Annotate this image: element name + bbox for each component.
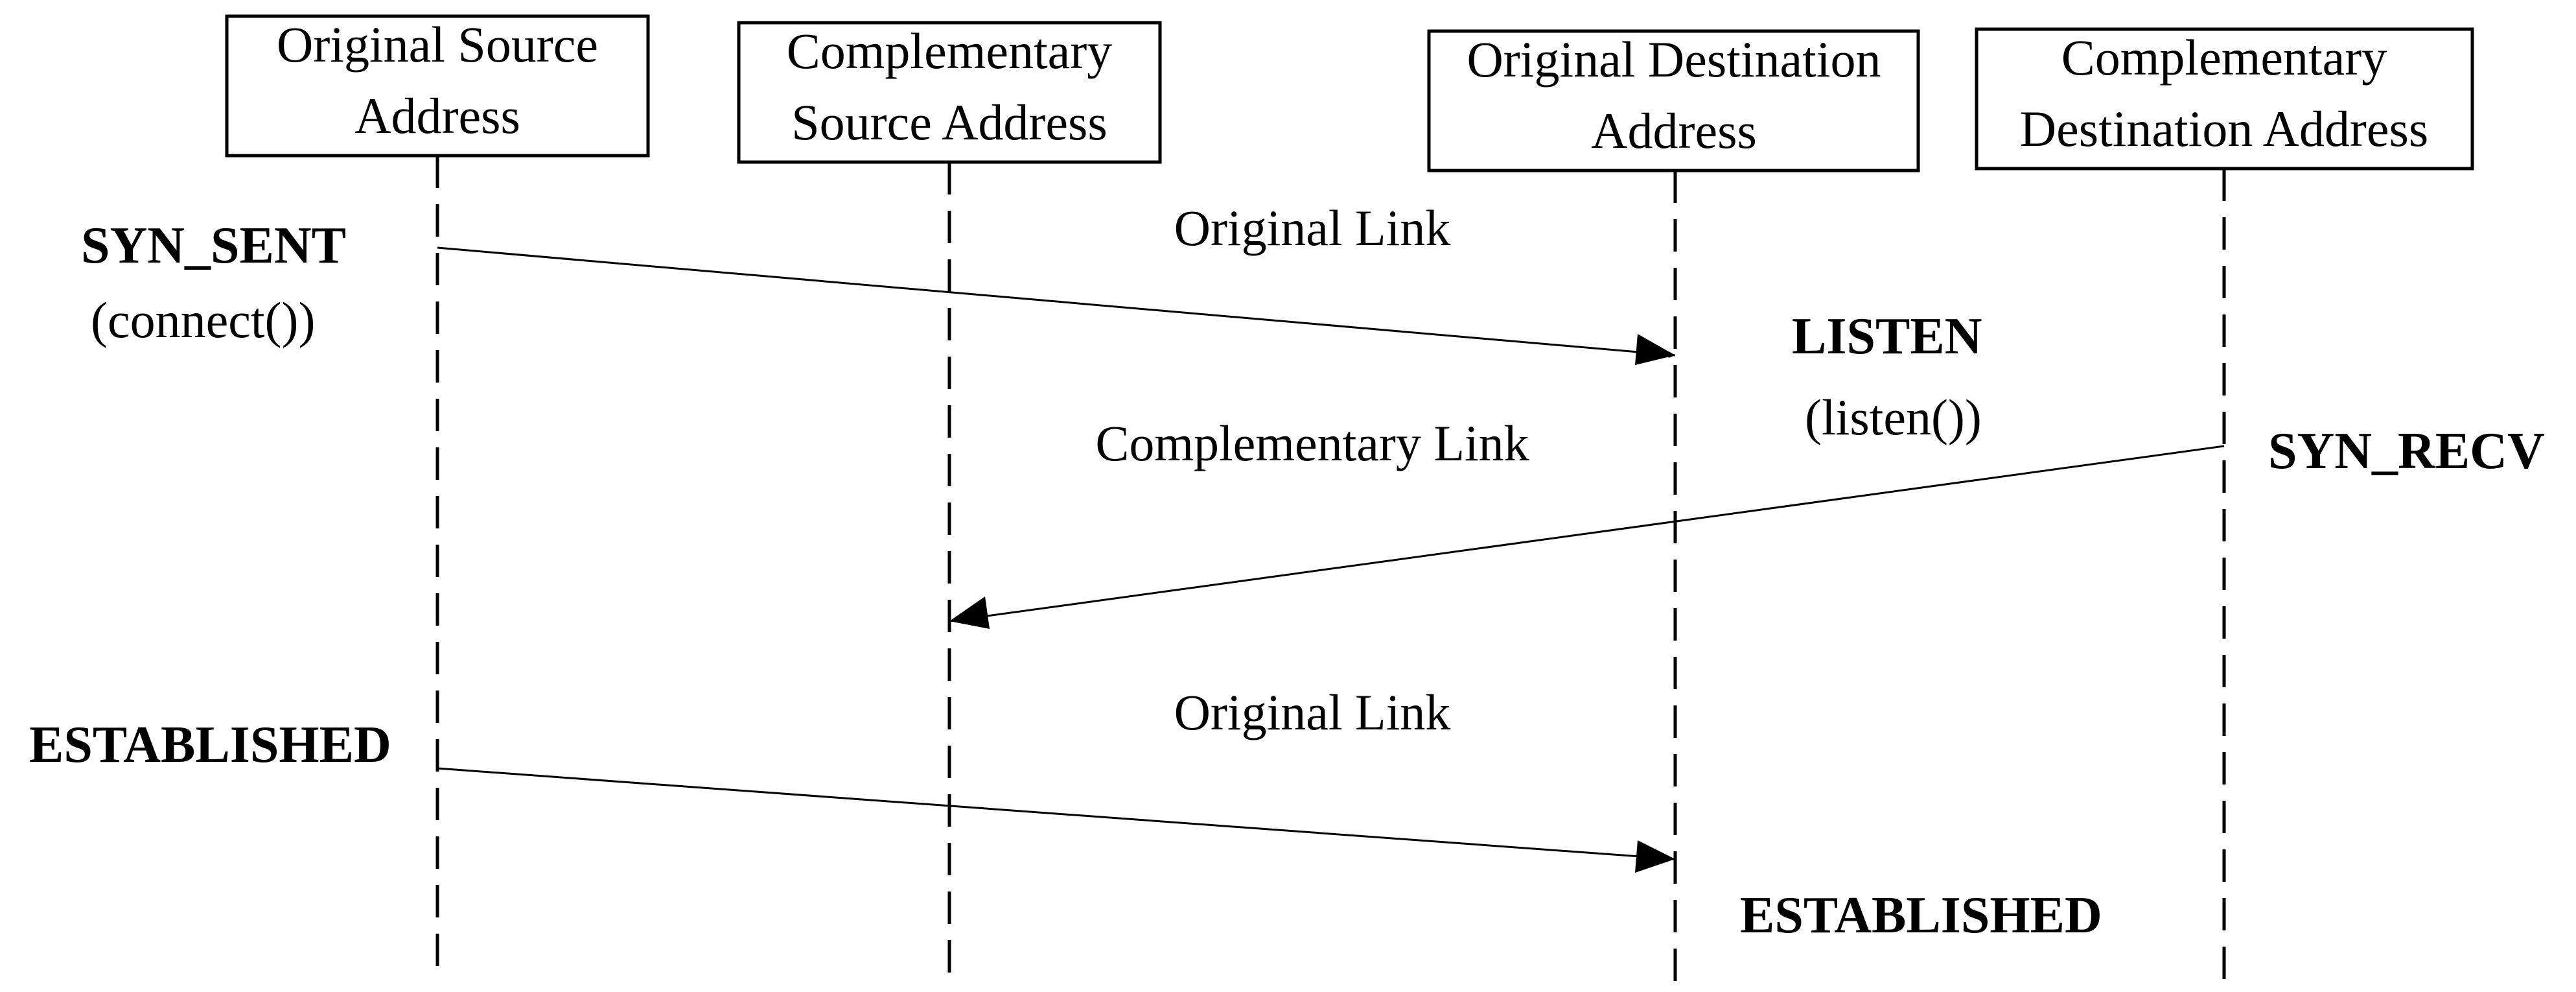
message-original-link-1: Original Link [437, 200, 1676, 365]
message-arrow [437, 246, 1676, 359]
participant-label-line2: Address [354, 88, 520, 144]
participant-complementary-destination: Complementary Destination Address [1975, 27, 2474, 986]
state-established-destination: ESTABLISHED [1740, 887, 2102, 944]
participant-label-line2: Source Address [791, 94, 1107, 150]
message-label: Original Link [1174, 200, 1451, 256]
message-original-link-2: Original Link [437, 684, 1676, 873]
participant-label-line1: Complementary [787, 23, 1113, 79]
participant-box [1975, 27, 2474, 171]
participant-complementary-source: Complementary Source Address [737, 21, 1162, 986]
message-arrow [437, 767, 1676, 860]
state-syn-sent: SYN_SENT [81, 217, 346, 274]
participant-label-line2: Address [1591, 102, 1757, 159]
arrowhead-icon [1635, 334, 1675, 365]
message-label: Original Link [1174, 684, 1451, 740]
arrowhead-icon [949, 596, 990, 629]
participant-label-line2: Destination Address [2020, 100, 2428, 157]
message-arrow [949, 445, 2225, 622]
participant-box [1427, 29, 1920, 172]
state-established-source: ESTABLISHED [29, 716, 391, 774]
participant-label-line1: Original Destination [1467, 31, 1881, 88]
arrowhead-icon [1635, 840, 1675, 873]
message-complementary-link: Complementary Link [949, 415, 2225, 629]
message-label: Complementary Link [1095, 415, 1529, 471]
participant-label-line1: Complementary [2061, 29, 2387, 86]
participant-box [225, 14, 650, 158]
participant-original-destination: Original Destination Address [1427, 29, 1920, 986]
state-listen-call: (listen()) [1805, 389, 1982, 445]
participant-original-source: Original Source Address [225, 14, 650, 976]
participant-label-line1: Original Source [277, 16, 598, 73]
participant-box [737, 21, 1162, 164]
state-connect-call: (connect()) [91, 292, 315, 348]
state-syn-recv: SYN_RECV [2268, 423, 2545, 480]
state-listen: LISTEN [1792, 308, 1982, 365]
